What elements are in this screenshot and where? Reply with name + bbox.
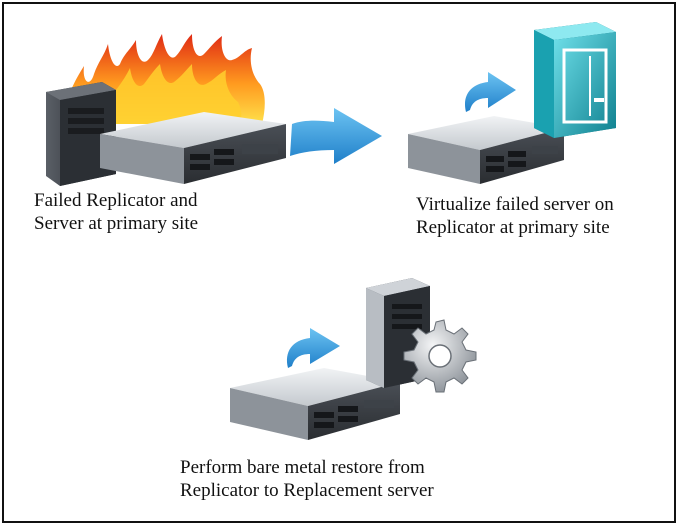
diagram-frame: Failed Replicator and Server at primary …	[2, 2, 676, 523]
virtual-server-icon	[534, 22, 616, 138]
failed-replicator-caption: Failed Replicator and Server at primary …	[34, 189, 198, 235]
rack-server-icon	[100, 112, 286, 184]
curved-arrow-icon	[464, 72, 516, 112]
caption-line: Server at primary site	[34, 213, 199, 234]
rack-server-icon	[230, 368, 400, 440]
caption-line: Replicator to Replacement server	[180, 480, 434, 501]
arrow-icon	[290, 108, 382, 164]
caption-line: Virtualize failed server on	[416, 194, 614, 215]
restore-caption: Perform bare metal restore from Replicat…	[180, 456, 434, 502]
caption-line: Perform bare metal restore from	[180, 457, 425, 478]
caption-line: Replicator at primary site	[416, 217, 610, 238]
gear-icon	[403, 319, 477, 393]
caption-line: Failed Replicator and	[34, 190, 198, 211]
virtualize-caption: Virtualize failed server on Replicator a…	[416, 193, 614, 239]
diagram-canvas	[46, 22, 616, 440]
rack-server-icon	[408, 116, 564, 184]
curved-arrow-icon	[286, 328, 340, 368]
